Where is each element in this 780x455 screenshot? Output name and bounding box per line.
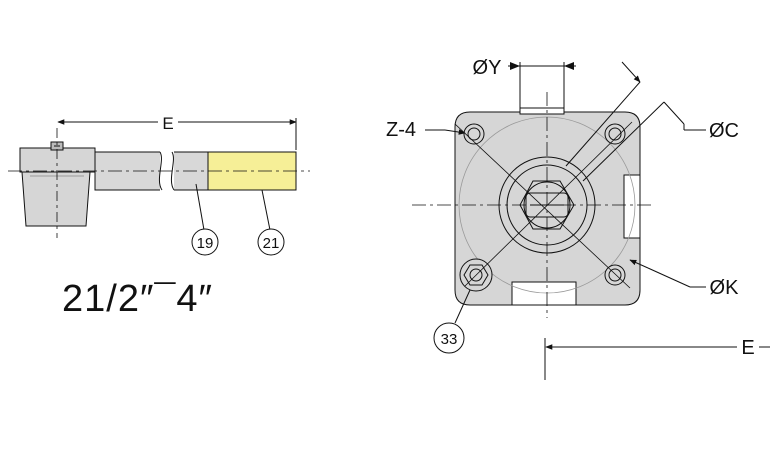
callout-21-text: 21 (263, 235, 280, 252)
dim-y-arrow-left (510, 62, 520, 70)
bottom-slot (511, 281, 577, 306)
top-slot (519, 107, 565, 115)
dim-c-leader-1 (663, 101, 685, 125)
callout-33-text: 33 (441, 331, 458, 348)
dim-e-label: E (162, 114, 173, 133)
dim-c-ext-2 (582, 101, 665, 182)
break-line-left (158, 151, 163, 191)
bolt-hole-br (604, 264, 626, 286)
dim-e2-label: E (741, 337, 754, 359)
break-line-right (170, 151, 175, 191)
bolt-hole-tl (463, 123, 485, 145)
front-view: ØY ØC Z-4 ØK 33 E (386, 57, 770, 380)
leader-21 (261, 189, 271, 231)
callout-19-text: 19 (197, 235, 214, 252)
dim-e-bg (158, 112, 178, 132)
dim-c-label: ØC (709, 120, 739, 142)
size-range-label: 21/2″¯4″ (62, 278, 213, 320)
z-leader-2 (444, 129, 466, 135)
dim-k-label: ØK (710, 277, 740, 299)
callout-19: 19 (191, 228, 219, 256)
dim-c-ext-1 (565, 81, 641, 167)
dim-y-arrow-right (564, 62, 574, 70)
dim-e2-bg (737, 337, 759, 357)
diag-centerline-2 (464, 121, 633, 287)
bolt-hole-tr (604, 123, 626, 145)
leader-19 (195, 183, 205, 231)
dim-z-label: Z-4 (386, 119, 416, 141)
diag-centerline-1 (454, 123, 631, 289)
actuator-body-top (19, 147, 96, 173)
side-port (623, 174, 641, 239)
dim-y-label: ØY (473, 57, 502, 79)
k-leader-1 (629, 259, 649, 269)
side-view: E 19 21 (8, 112, 310, 256)
leader-33 (454, 289, 471, 324)
callout-21: 21 (257, 228, 285, 256)
callout-33: 33 (433, 322, 465, 354)
k-leader-2 (647, 267, 691, 288)
dim-c-arrow-1 (621, 61, 641, 83)
actuator-body-bottom (21, 171, 91, 227)
